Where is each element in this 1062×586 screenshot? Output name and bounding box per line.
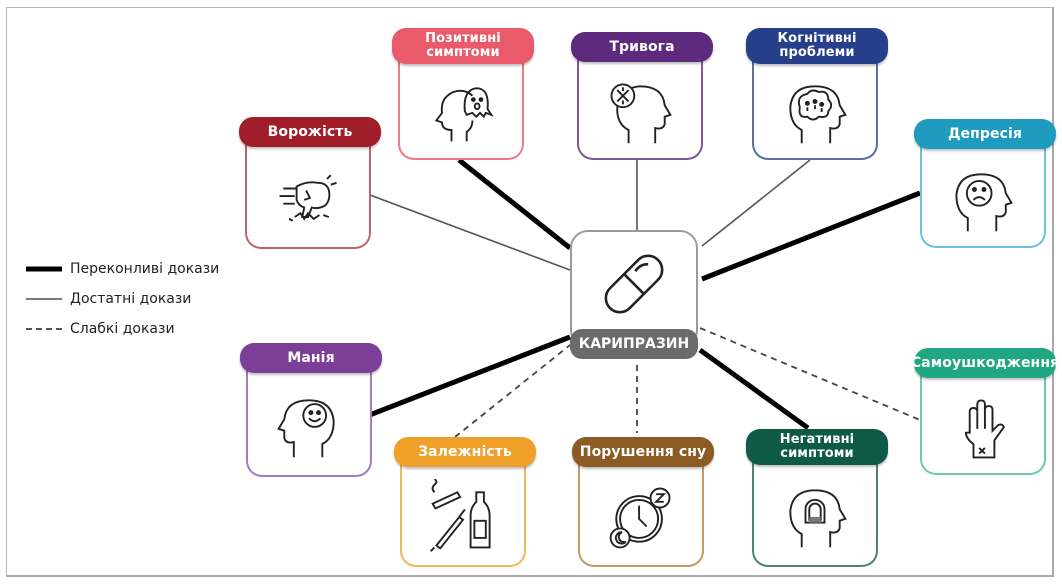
node-header: Негативні симптоми [746, 429, 888, 465]
fist-icon [247, 159, 369, 237]
legend-label: Достатні докази [70, 291, 192, 307]
node-header: Позитивні симптоми [392, 28, 534, 64]
brain-head-icon [754, 74, 876, 148]
substances-icon [402, 479, 524, 555]
anxious-head-icon [579, 74, 701, 148]
legend-item-strong: Переконливі докази [26, 254, 219, 284]
capsule-pill-icon [604, 254, 664, 314]
node-header: Тривога [571, 32, 713, 62]
node-self-harm: Самоушкодження [911, 348, 1059, 475]
legend-item-sufficient: Достатні докази [26, 284, 219, 314]
strong-line-swatch [26, 266, 62, 272]
sleep-clock-icon [580, 479, 702, 555]
cariprazine-label: КАРИПРАЗИН [570, 329, 698, 359]
link-addiction [454, 344, 571, 438]
link-negative [698, 347, 810, 431]
node-depression: Депресія [914, 119, 1056, 248]
node-cognitive-problems: Когнітивні проблеми [746, 28, 888, 160]
blank-head-icon [754, 475, 876, 555]
hand-wound-icon [922, 390, 1044, 463]
link-mania [361, 334, 571, 421]
legend-item-weak: Слабкі докази [26, 314, 219, 344]
diagram-frame [6, 7, 1054, 577]
node-hostility: Ворожість [239, 117, 381, 249]
node-header: Манія [240, 343, 382, 373]
ghost-head-icon [400, 74, 522, 148]
node-header: Ворожість [239, 117, 381, 147]
weak-line-swatch [26, 328, 62, 330]
node-header: Порушення сну [572, 437, 714, 467]
node-anxiety: Тривога [571, 32, 713, 160]
cariprazine-node: КАРИПРАЗИН [570, 230, 698, 359]
legend-label: Переконливі докази [70, 261, 220, 277]
node-header: Самоушкодження [911, 348, 1059, 378]
node-addiction: Залежність [394, 437, 536, 567]
sad-head-icon [922, 161, 1044, 236]
legend-label: Слабкі докази [70, 321, 175, 337]
link-positive [457, 158, 572, 250]
link-depression [701, 190, 921, 282]
node-mania: Манія [240, 343, 382, 477]
sufficient-line-swatch [26, 298, 62, 300]
node-positive-symptoms: Позитивні симптоми [392, 28, 534, 160]
link-selfharm [699, 327, 921, 421]
node-header: Депресія [914, 119, 1056, 149]
happy-head-icon [248, 385, 370, 465]
node-sleep-disturbance: Порушення сну [572, 437, 714, 567]
link-cognitive [701, 159, 811, 247]
node-header: Когнітивні проблеми [746, 28, 888, 64]
legend: Переконливі докази Достатні докази Слабк… [26, 254, 219, 344]
link-hostility [361, 191, 571, 271]
node-header: Залежність [394, 437, 536, 467]
node-negative-symptoms: Негативні симптоми [746, 429, 888, 567]
